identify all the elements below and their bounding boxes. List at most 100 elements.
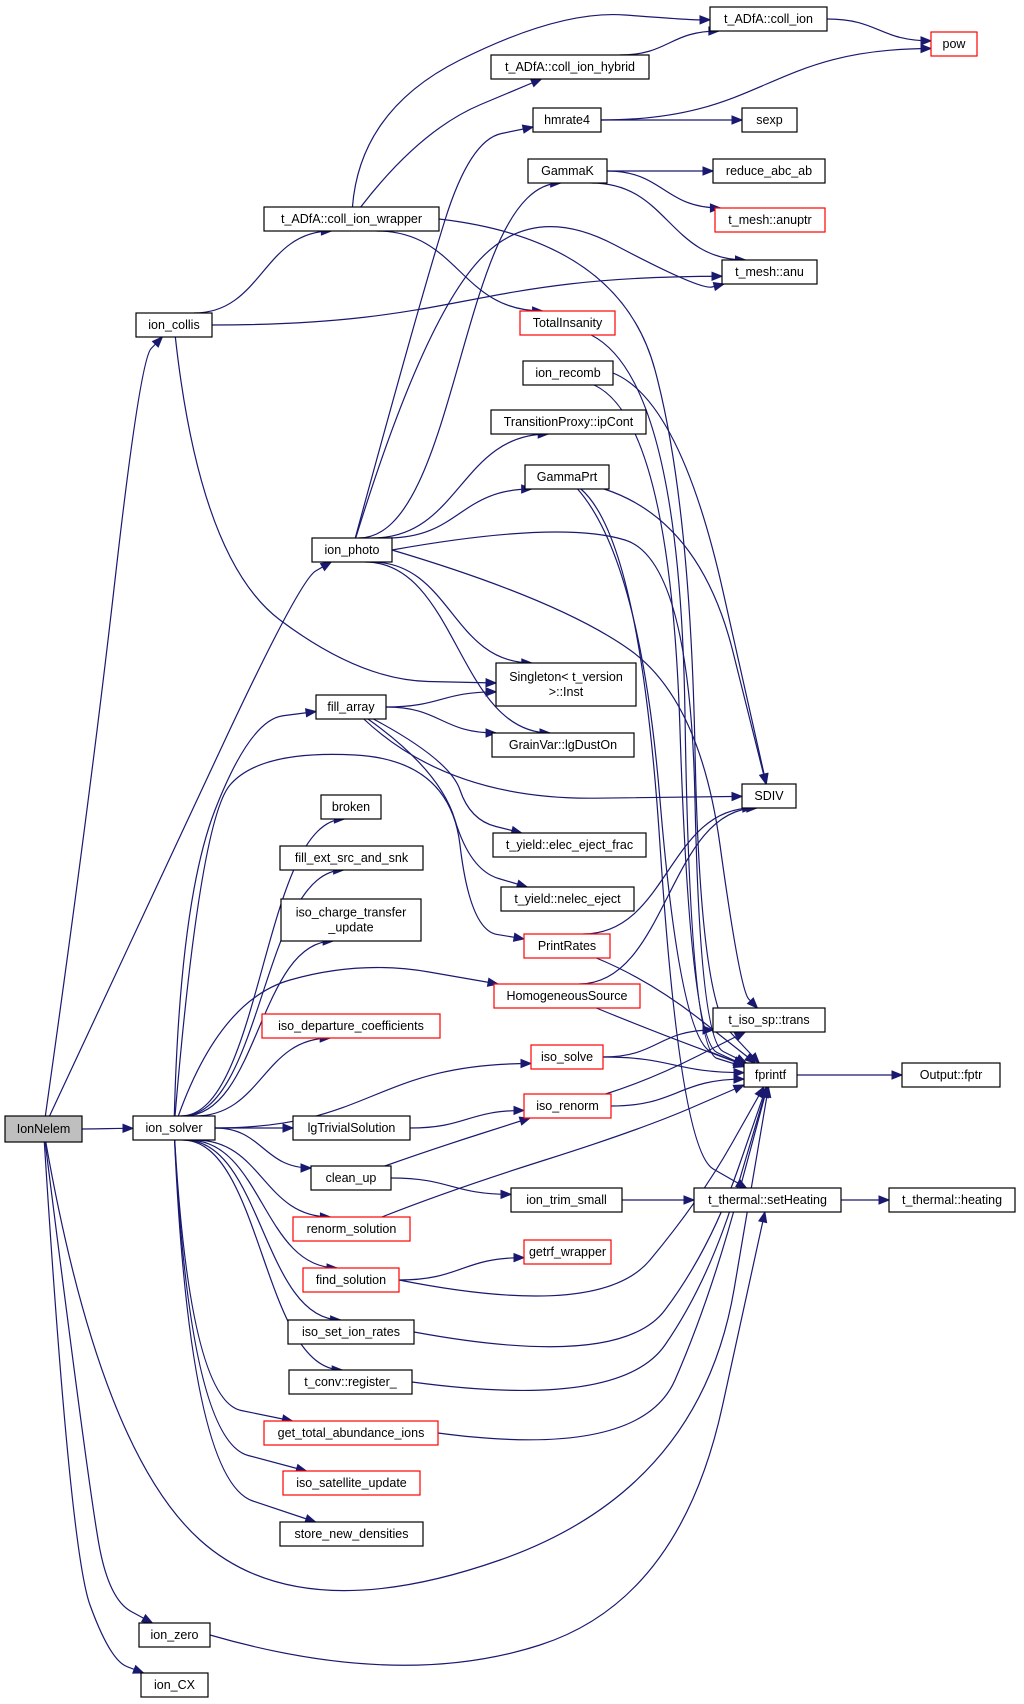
- node-find-solution[interactable]: find_solution: [302, 1267, 400, 1293]
- node-renorm-solution[interactable]: renorm_solution: [292, 1216, 411, 1242]
- node-sdiv[interactable]: SDIV: [741, 783, 797, 809]
- edge-line: [363, 718, 743, 799]
- edge-line: [413, 1086, 767, 1348]
- node-gammaprt[interactable]: GammaPrt: [524, 464, 610, 490]
- node-gammak[interactable]: GammaK: [527, 158, 608, 184]
- node-box: [721, 259, 818, 285]
- arrowhead-icon: [732, 1056, 746, 1066]
- node-getrf-wrapper[interactable]: getrf_wrapper: [523, 1239, 612, 1265]
- node-coll-ion[interactable]: t_ADfA::coll_ion: [709, 6, 828, 32]
- node-label: Output::fptr: [920, 1068, 983, 1082]
- edge-line: [385, 706, 497, 734]
- node-sexp[interactable]: sexp: [741, 107, 798, 133]
- edge-line: [44, 336, 163, 1117]
- node-ion-photo[interactable]: ion_photo: [311, 537, 393, 563]
- edge-line: [44, 1141, 153, 1624]
- node-box: [132, 1115, 216, 1141]
- node-box: [288, 1369, 413, 1395]
- node-anu[interactable]: t_mesh::anu: [721, 259, 818, 285]
- node-label: ion_zero: [151, 1628, 199, 1642]
- node-fill-array[interactable]: fill_array: [315, 694, 387, 720]
- node-iso-set-ion-rates[interactable]: iso_set_ion_rates: [287, 1319, 415, 1345]
- edge-line: [583, 807, 753, 935]
- node-get-total-abundance-ions[interactable]: get_total_abundance_ions: [263, 1420, 439, 1446]
- node-store-new-densities[interactable]: store_new_densities: [279, 1521, 424, 1547]
- edge-line: [360, 78, 542, 208]
- node-pow[interactable]: pow: [930, 31, 978, 57]
- node-label: t_ADfA::coll_ion_hybrid: [505, 60, 635, 74]
- node-elec-eject-frac[interactable]: t_yield::elec_eject_frac: [492, 832, 647, 858]
- node-nelec-eject[interactable]: t_yield::nelec_eject: [500, 886, 635, 912]
- edges-layer: [43, 13, 933, 1674]
- node-box: [138, 1622, 211, 1648]
- node-box: [493, 983, 641, 1009]
- node-coll-ion-hybrid[interactable]: t_ADfA::coll_ion_hybrid: [490, 54, 650, 80]
- node-singleton[interactable]: Singleton< t_version>::Inst: [495, 662, 637, 707]
- edge-line: [606, 170, 721, 209]
- node-iso-charge-transfer-update[interactable]: iso_charge_transfer_update: [280, 898, 422, 942]
- edge-line: [612, 372, 767, 785]
- node-label: find_solution: [316, 1273, 386, 1287]
- edge-line: [596, 1007, 745, 1066]
- node-label: t_thermal::setHeating: [708, 1193, 827, 1207]
- node-heating[interactable]: t_thermal::heating: [888, 1187, 1016, 1213]
- edge-fill_array-to-SDIV: [363, 718, 744, 802]
- node-ion-collis[interactable]: ion_collis: [135, 312, 213, 338]
- arrowhead-icon: [520, 1058, 533, 1069]
- node-register-[interactable]: t_conv::register_: [288, 1369, 413, 1395]
- node-hmrate4[interactable]: hmrate4: [532, 107, 602, 133]
- arrowhead-icon: [282, 1123, 295, 1133]
- edge-get_total_abundance_ions-to-fprintf: [437, 1085, 770, 1441]
- edge-find_solution-to-getrf_wrapper: [398, 1252, 526, 1281]
- node-printrates[interactable]: PrintRates: [523, 933, 611, 959]
- node-output-fptr[interactable]: Output::fptr: [901, 1062, 1001, 1088]
- node-clean-up[interactable]: clean_up: [310, 1165, 392, 1191]
- node-ion-recomb[interactable]: ion_recomb: [522, 360, 614, 386]
- edge-line: [371, 561, 532, 664]
- node-box: [523, 1239, 612, 1265]
- node-lgtrivialsolution[interactable]: lgTrivialSolution: [292, 1115, 411, 1141]
- edge-line: [358, 182, 561, 539]
- edge-lgTrivialSolution-to-iso_renorm: [409, 1105, 526, 1129]
- node-ipcont[interactable]: TransitionProxy::ipCont: [490, 409, 647, 435]
- node-fprintf[interactable]: fprintf: [743, 1062, 798, 1088]
- edge-GammaPrt-to-SDIV: [603, 488, 769, 786]
- edge-line: [214, 1062, 532, 1129]
- node-coll-ion-wrapper[interactable]: t_ADfA::coll_ion_wrapper: [263, 206, 440, 232]
- edge-line: [577, 488, 745, 1066]
- node-broken[interactable]: broken: [320, 794, 382, 820]
- edge-GammaK-to-anuptr: [606, 170, 722, 213]
- node-box: [310, 1165, 392, 1191]
- node-anuptr[interactable]: t_mesh::anuptr: [714, 207, 826, 233]
- node-totalinsanity[interactable]: TotalInsanity: [519, 310, 616, 336]
- node-homogeneoussource[interactable]: HomogeneousSource: [493, 983, 641, 1009]
- edge-ion_solver-to-find_solution: [187, 1139, 339, 1273]
- node-label: iso_set_ion_rates: [302, 1325, 400, 1339]
- node-label: t_thermal::heating: [902, 1193, 1002, 1207]
- node-iso-satellite-update[interactable]: iso_satellite_update: [282, 1470, 421, 1496]
- arrowhead-icon: [746, 997, 759, 1009]
- node-box: [714, 207, 826, 233]
- node-box: [261, 1013, 441, 1039]
- node-reduce-abc-ab[interactable]: reduce_abc_ab: [712, 158, 826, 184]
- edge-line: [580, 488, 747, 1189]
- node-box: [292, 1216, 411, 1242]
- node-fill-ext-src-and-snk[interactable]: fill_ext_src_and_snk: [279, 845, 424, 871]
- node-ionnelem: IonNelem: [4, 1115, 83, 1143]
- node-box: [743, 1062, 798, 1088]
- node-iso-renorm[interactable]: iso_renorm: [523, 1093, 612, 1119]
- node-iso-departure-coefficients[interactable]: iso_departure_coefficients: [261, 1013, 441, 1039]
- node-setheating[interactable]: t_thermal::setHeating: [693, 1187, 842, 1213]
- node-lgduston[interactable]: GrainVar::lgDustOn: [491, 732, 635, 758]
- node-ion-zero[interactable]: ion_zero: [138, 1622, 211, 1648]
- node-ion-cx[interactable]: ion_CX: [140, 1672, 209, 1698]
- node-trans[interactable]: t_iso_sp::trans: [712, 1007, 826, 1033]
- node-ion-solver[interactable]: ion_solver: [132, 1115, 216, 1141]
- node-box: [280, 898, 422, 942]
- arrowhead-icon: [732, 1084, 746, 1094]
- node-label: t_mesh::anu: [735, 265, 804, 279]
- edge-IonNelem-to-ion_photo: [49, 561, 333, 1117]
- node-ion-trim-small[interactable]: ion_trim_small: [510, 1187, 623, 1213]
- node-iso-solve[interactable]: iso_solve: [530, 1044, 604, 1070]
- node-label: ion_solver: [146, 1121, 203, 1135]
